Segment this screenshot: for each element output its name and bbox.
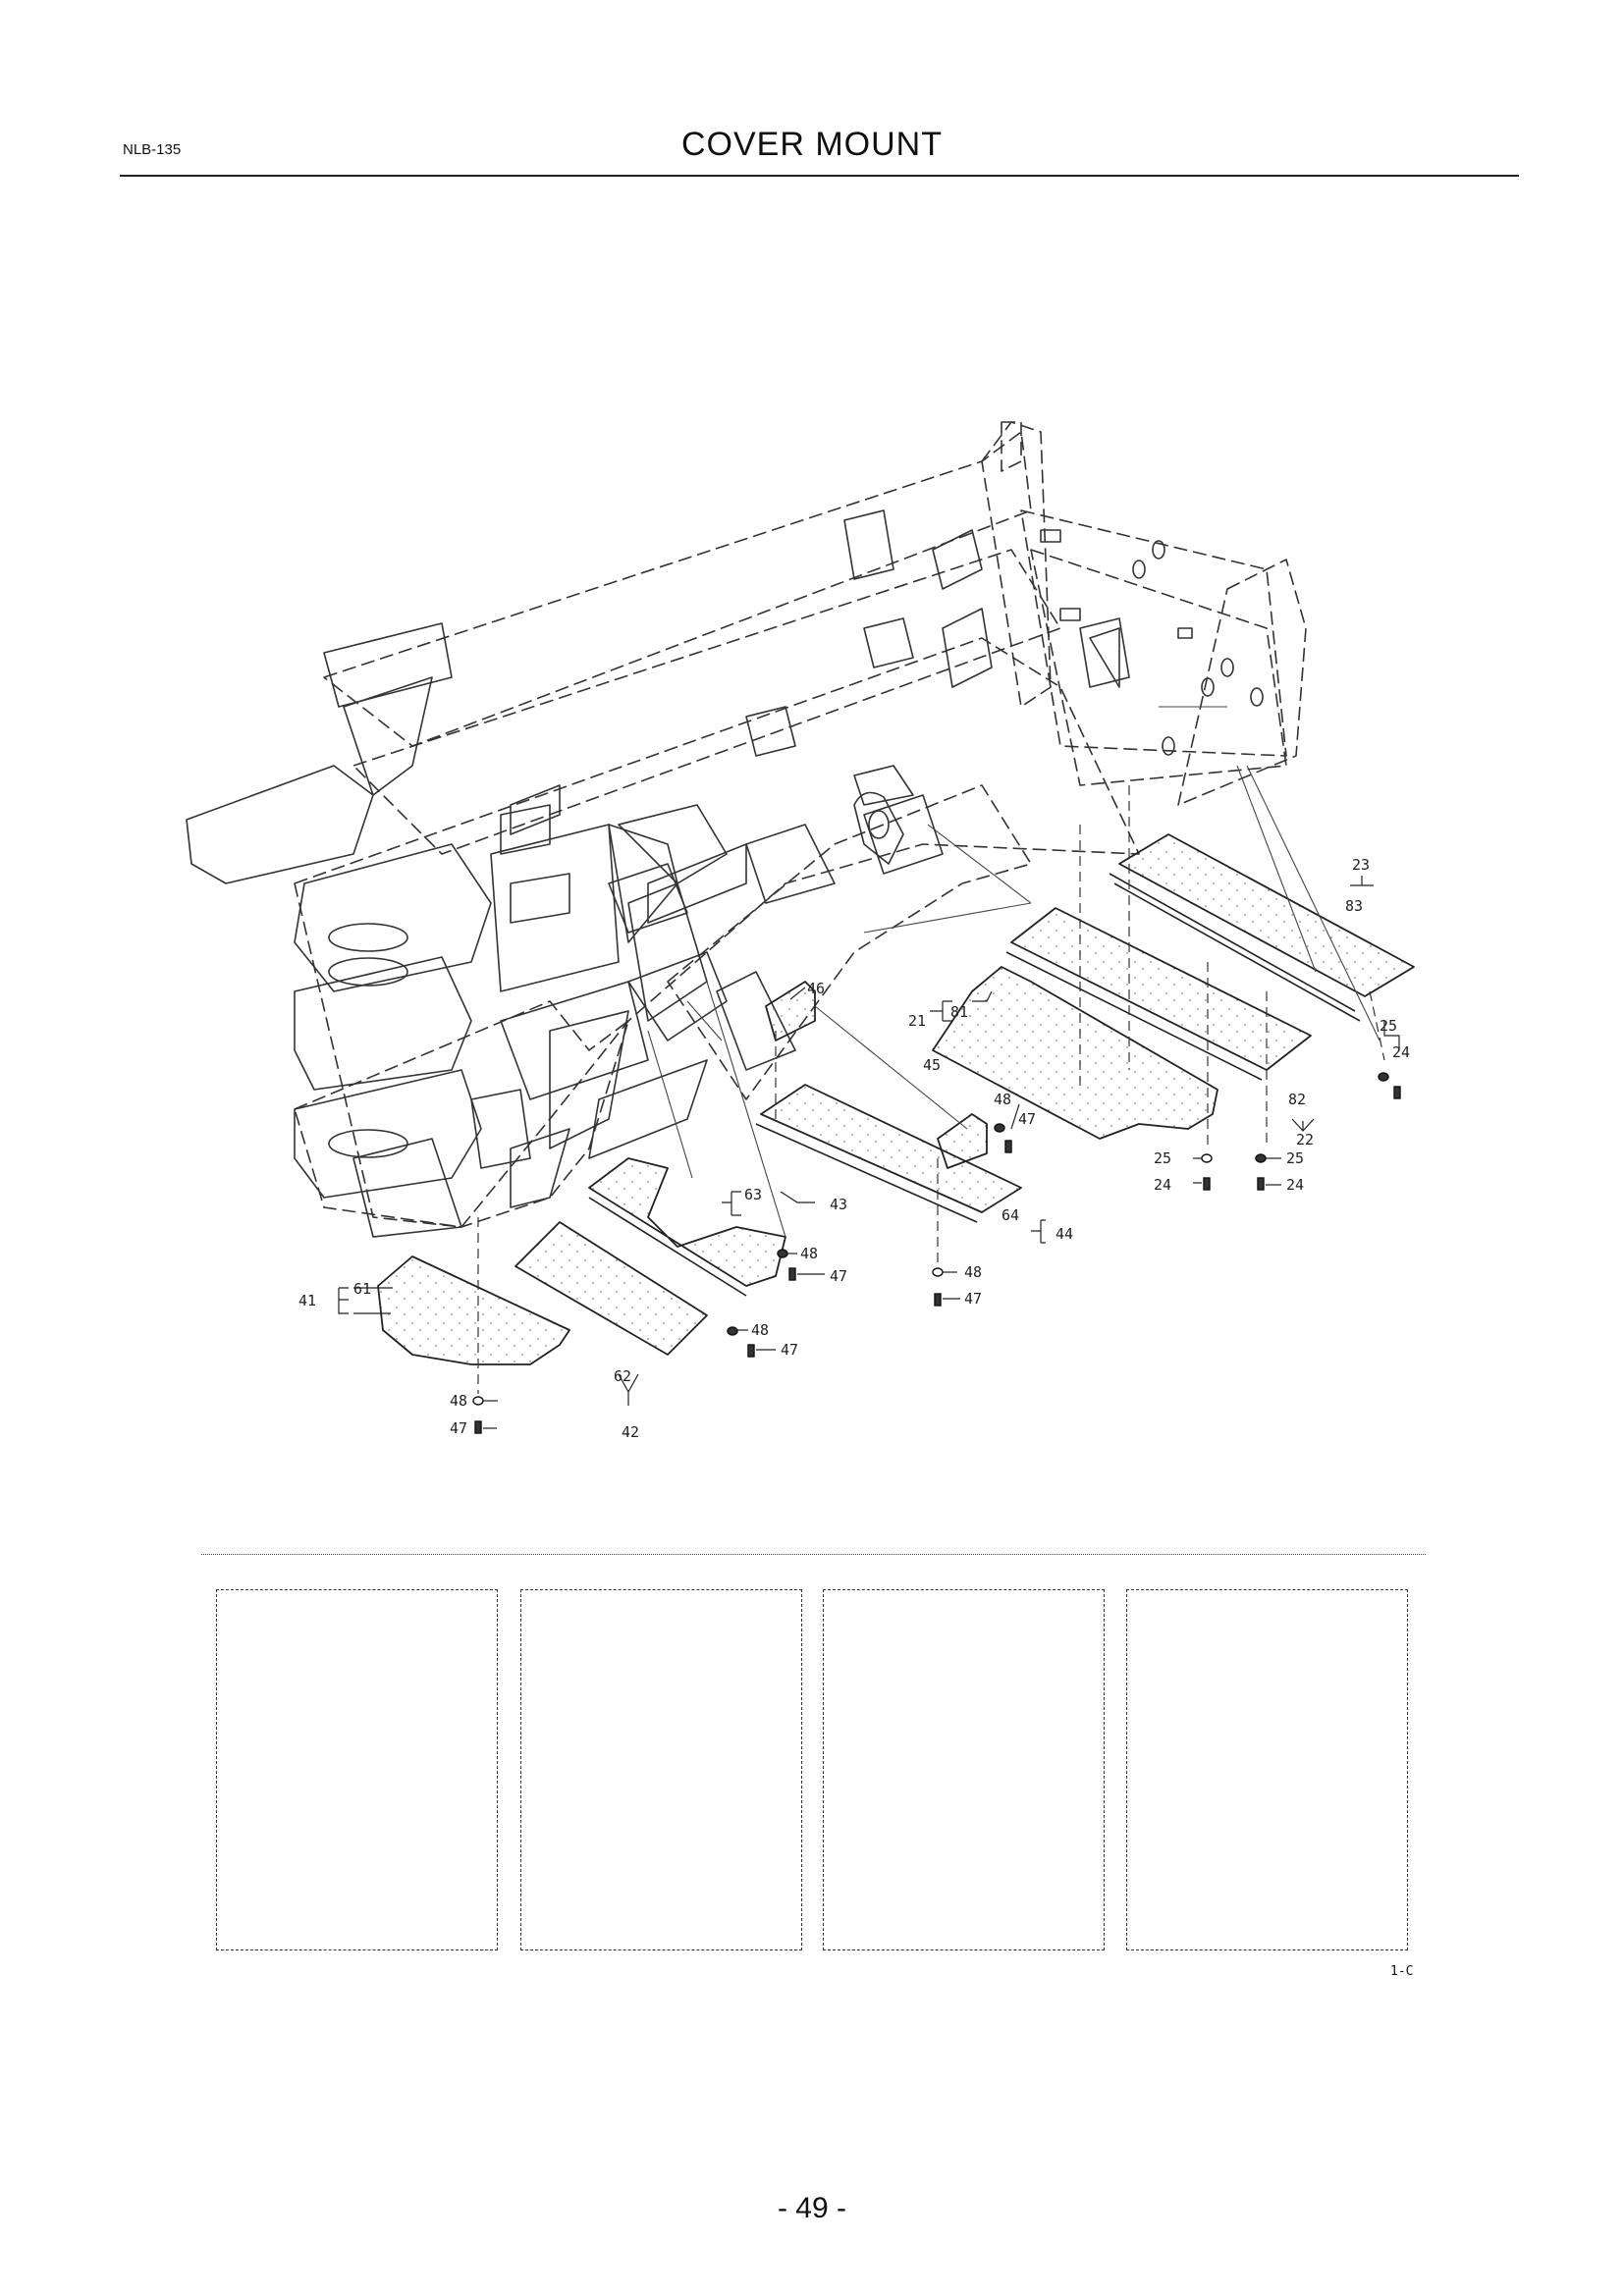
rear-bolt-holes (1040, 529, 1264, 756)
page-number: - 49 - (777, 2192, 847, 2224)
callout-42: 42 (622, 1423, 639, 1441)
callout-43: 43 (830, 1196, 847, 1213)
callout-62: 62 (614, 1367, 631, 1385)
callout-21: 21 (908, 1012, 926, 1030)
cover-plate-23 (1118, 833, 1415, 997)
callout-47-left: 47 (450, 1419, 467, 1437)
empty-panel-2 (520, 1589, 802, 1950)
bracket-45 (937, 1113, 988, 1169)
cover-plate-44 (760, 1084, 1022, 1213)
callout-83: 83 (1345, 897, 1363, 915)
callout-45: 45 (923, 1056, 941, 1074)
callout-48-mid: 48 (800, 1245, 818, 1262)
callout-82: 82 (1288, 1091, 1306, 1108)
callout-81: 81 (950, 1003, 968, 1021)
callout-48-upper: 48 (994, 1091, 1011, 1108)
callout-41: 41 (298, 1292, 316, 1309)
callout-25-upper: 25 (1380, 1017, 1397, 1035)
callout-63: 63 (744, 1186, 762, 1203)
cover-plate-22 (1010, 907, 1312, 1071)
callout-48-lower: 48 (751, 1321, 769, 1339)
empty-panel-4 (1126, 1589, 1408, 1950)
callout-24-upper: 24 (1392, 1043, 1410, 1061)
front-structure (186, 622, 728, 1238)
chassis-frame (294, 421, 1307, 1228)
page-code: NLB-135 (123, 141, 182, 158)
separator-rule (201, 1554, 1426, 1555)
callout-64: 64 (1001, 1206, 1019, 1224)
title-rule (120, 175, 1519, 177)
cover-plate-41 (377, 1255, 570, 1365)
fasteners (472, 1072, 1401, 1434)
cover-plate-42 (514, 1221, 708, 1356)
callout-24-right: 24 (1286, 1176, 1304, 1194)
callout-44: 44 (1056, 1225, 1073, 1243)
callout-47-center: 47 (964, 1290, 982, 1308)
callout-47-upper: 47 (1018, 1110, 1036, 1128)
callout-24-left: 24 (1154, 1176, 1171, 1194)
empty-panel-3 (823, 1589, 1105, 1950)
tow-hook (853, 791, 904, 865)
cover-plate-21 (932, 966, 1218, 1140)
cover-plate-43 (588, 1157, 786, 1287)
mid-brackets (510, 509, 1130, 1071)
callout-46: 46 (807, 980, 825, 997)
callout-48-center: 48 (964, 1263, 982, 1281)
callout-25-left: 25 (1154, 1149, 1171, 1167)
page-title: COVER MOUNT (681, 126, 943, 163)
callout-48-left: 48 (450, 1392, 467, 1410)
revision-code: 1-C (1390, 1964, 1414, 1979)
callout-25-right: 25 (1286, 1149, 1304, 1167)
empty-panel-1 (216, 1589, 498, 1950)
callout-22: 22 (1296, 1131, 1314, 1148)
callout-23: 23 (1352, 856, 1370, 874)
callout-47-lower: 47 (781, 1341, 798, 1359)
callout-47-mid: 47 (830, 1267, 847, 1285)
callout-61: 61 (353, 1280, 371, 1298)
